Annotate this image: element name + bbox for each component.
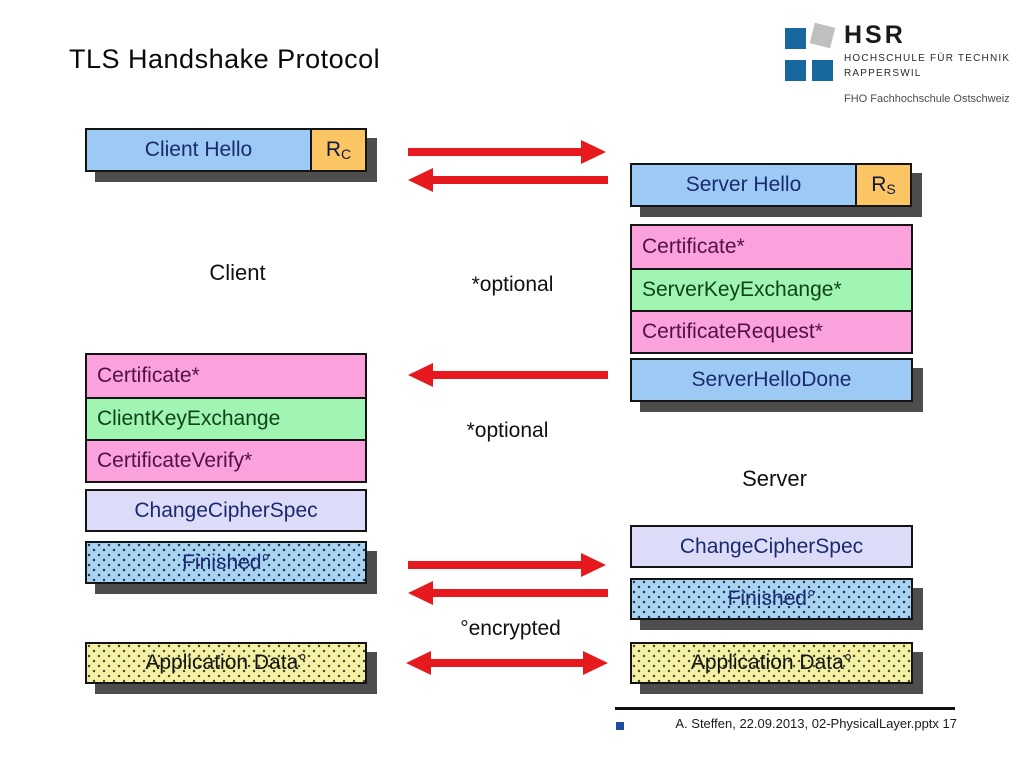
logo-square-icon xyxy=(785,60,806,81)
arrow-client-hello-icon xyxy=(408,140,606,164)
arrow-server-finished-icon xyxy=(408,581,608,605)
client-change-cipher-spec-box: ChangeCipherSpec xyxy=(85,489,367,532)
arrow-server-hello-icon xyxy=(408,168,608,192)
logo-tilted-square-icon xyxy=(809,22,836,49)
server-certificate-request-box: CertificateRequest* xyxy=(632,310,911,352)
arrow-client-finished-icon xyxy=(408,553,606,577)
footer-credit: A. Steffen, 22.09.2013, 02-PhysicalLayer… xyxy=(675,716,957,731)
client-certificate-box: Certificate* xyxy=(87,355,365,397)
optional-note-top: *optional xyxy=(471,273,554,296)
server-optional-group: Certificate* ServerKeyExchange* Certific… xyxy=(630,224,913,354)
client-key-exchange-box: ClientKeyExchange xyxy=(87,397,365,439)
client-optional-group: Certificate* ClientKeyExchange Certifica… xyxy=(85,353,367,483)
server-application-data-box: Application Data° xyxy=(630,642,913,684)
client-certificate-verify-box: CertificateVerify* xyxy=(87,439,365,481)
hsr-logo: HSR HOCHSCHULE FÜR TECHNIK RAPPERSWIL FH… xyxy=(780,18,1015,110)
logo-school-line1: HOCHSCHULE FÜR TECHNIK xyxy=(844,53,1011,64)
client-application-data-box: Application Data° xyxy=(85,642,367,684)
server-hello-label: Server Hello xyxy=(632,165,855,205)
footer-divider xyxy=(615,707,955,710)
server-nonce-label: R xyxy=(871,173,887,196)
logo-square-icon xyxy=(812,60,833,81)
server-change-cipher-spec-box: ChangeCipherSpec xyxy=(630,525,913,568)
encrypted-note: °encrypted xyxy=(460,617,561,640)
logo-school-line2: RAPPERSWIL xyxy=(844,68,922,79)
page-title: TLS Handshake Protocol xyxy=(69,44,381,74)
server-role-label: Server xyxy=(742,466,807,491)
arrow-server-hello-done-icon xyxy=(408,363,608,387)
footer-bullet-icon xyxy=(616,722,624,730)
logo-abbr: HSR xyxy=(844,21,906,49)
client-role-label: Client xyxy=(209,260,266,285)
client-finished-box: Finished° xyxy=(85,541,367,584)
arrow-application-data-icon xyxy=(406,651,608,675)
client-hello-label: Client Hello xyxy=(87,130,310,170)
server-nonce-subscript: S xyxy=(886,181,896,197)
client-nonce-label: R xyxy=(325,138,342,161)
optional-note-bottom: *optional xyxy=(466,419,549,442)
server-key-exchange-box: ServerKeyExchange* xyxy=(632,268,911,310)
logo-fho-line: FHO Fachhochschule Ostschweiz xyxy=(844,93,1010,105)
server-hello-done-box: ServerHelloDone xyxy=(630,358,913,402)
server-certificate-box: Certificate* xyxy=(632,226,911,268)
client-nonce-subscript: C xyxy=(341,146,352,162)
server-finished-box: Finished° xyxy=(630,578,913,620)
logo-square-icon xyxy=(785,28,806,49)
